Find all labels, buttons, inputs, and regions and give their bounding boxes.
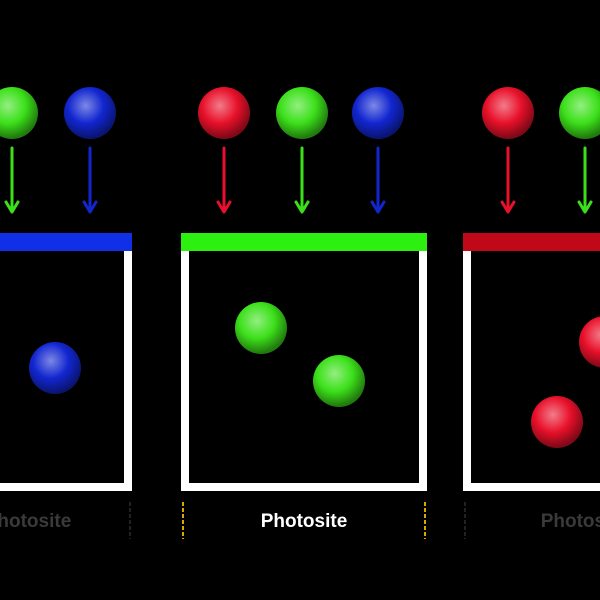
incoming-photon-red [198, 87, 250, 139]
incoming-photon-blue [352, 87, 404, 139]
arrow-red [500, 146, 516, 214]
arrow-green [577, 146, 593, 214]
arrow-green [4, 146, 20, 214]
captured-photon-blue [29, 342, 81, 394]
captured-photon-green [235, 302, 287, 354]
color-filter-green [181, 233, 427, 251]
captured-photon-green [313, 355, 365, 407]
captured-photon-red [579, 316, 600, 368]
incoming-photon-green [0, 87, 38, 139]
photosite-label: Photosite [261, 511, 348, 532]
color-filter-red [463, 233, 600, 251]
incoming-photon-green [559, 87, 600, 139]
arrow-red [216, 146, 232, 214]
incoming-photon-blue [64, 87, 116, 139]
photosite-label: Photosite [541, 511, 600, 532]
photosite-well [463, 251, 600, 491]
photosite-label: Photosite [0, 511, 71, 532]
photosite-well [181, 251, 427, 491]
incoming-photon-red [482, 87, 534, 139]
arrow-blue [82, 146, 98, 214]
arrow-blue [370, 146, 386, 214]
color-filter-blue [0, 233, 132, 251]
photosite-well [0, 251, 132, 491]
captured-photon-red [531, 396, 583, 448]
incoming-photon-green [276, 87, 328, 139]
arrow-green [294, 146, 310, 214]
